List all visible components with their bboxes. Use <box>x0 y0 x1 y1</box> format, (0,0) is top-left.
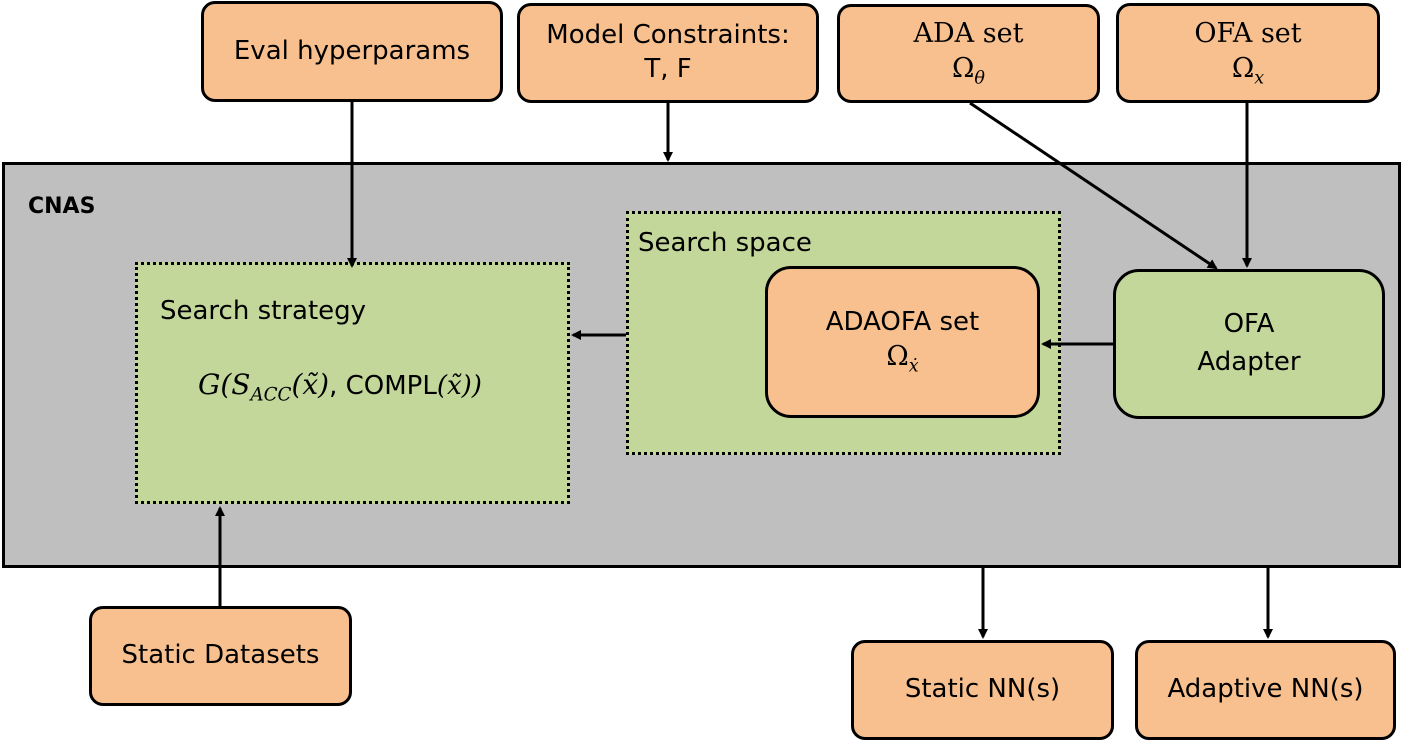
static-datasets-box: Static Datasets <box>89 606 352 706</box>
model-constraints-vars: T, F <box>644 54 692 84</box>
ofa-set-box: OFA set Ωx <box>1116 3 1380 103</box>
ada-set-symbol: Ωθ <box>952 53 985 89</box>
ada-set-box: ADA set Ωθ <box>837 4 1100 103</box>
model-constraints-box: Model Constraints: T, F <box>517 3 819 103</box>
adaptive-nn-label: Adaptive NN(s) <box>1167 674 1364 705</box>
eval-hyperparams-box: Eval hyperparams <box>201 1 503 102</box>
cnas-title: CNAS <box>28 194 96 219</box>
arrow-ada-to-adapter <box>969 101 1218 270</box>
ofa-adapter-box: OFA Adapter <box>1113 269 1385 419</box>
adaofa-set-box: ADAOFA set Ωẋ <box>765 266 1040 418</box>
adaofa-set-symbol: Ωẋ <box>886 341 919 377</box>
adaptive-nn-box: Adaptive NN(s) <box>1135 640 1396 740</box>
adaofa-set-title: ADAOFA set <box>825 306 980 337</box>
search-strategy-title: Search strategy <box>160 296 367 326</box>
ofa-set-symbol: Ωx <box>1231 52 1265 89</box>
static-nn-box: Static NN(s) <box>851 640 1114 740</box>
eval-hyperparams-label: Eval hyperparams <box>233 35 471 66</box>
search-strategy-box <box>135 262 570 504</box>
search-strategy-formula: G(SACC(x̃), COMPL(x̃)) <box>198 368 482 406</box>
model-constraints-title: Model Constraints: <box>546 20 790 51</box>
static-datasets-label: Static Datasets <box>121 640 320 671</box>
ada-set-title: ADA set <box>913 18 1024 50</box>
search-space-title: Search space <box>638 228 812 258</box>
static-nn-label: Static NN(s) <box>904 674 1061 705</box>
ofa-adapter-line1: OFA <box>1223 309 1275 340</box>
ofa-set-title: OFA set <box>1194 17 1302 49</box>
ofa-adapter-line2: Adapter <box>1197 347 1301 377</box>
